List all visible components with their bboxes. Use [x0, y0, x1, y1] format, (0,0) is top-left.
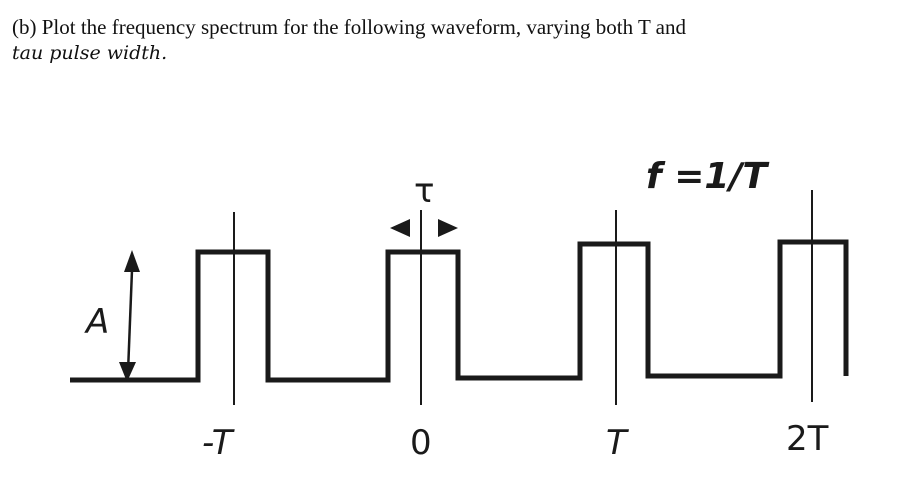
tick-label-zero: 0	[410, 423, 432, 463]
amplitude-label: A	[84, 302, 109, 342]
question-line-2: tau pulse width.	[12, 42, 168, 64]
amplitude-arrow-head-top	[124, 250, 140, 272]
tau-arrow-left	[390, 219, 410, 237]
tick-label-T: T	[606, 423, 629, 463]
question-line-1: (b) Plot the frequency spectrum for the …	[12, 15, 686, 39]
question-text: (b) Plot the frequency spectrum for the …	[12, 14, 912, 66]
tick-label-minus-T: -T	[202, 423, 235, 463]
amplitude-arrow	[126, 269, 134, 373]
tick-label-2T: 2T	[786, 419, 829, 459]
tau-arrow-right	[438, 219, 458, 237]
amplitude-arrow-head-bottom	[119, 362, 136, 382]
frequency-label: f =1/T	[646, 156, 770, 197]
tau-label: τ	[414, 171, 434, 211]
pulse-waveform	[70, 239, 849, 383]
